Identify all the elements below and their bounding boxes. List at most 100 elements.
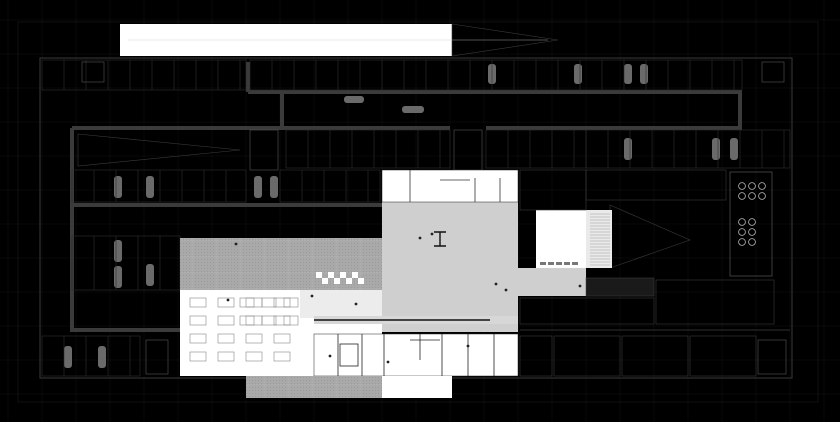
person-dot: [234, 242, 238, 246]
dining-table: [273, 333, 291, 344]
dining-table: [217, 333, 235, 344]
dining-table: [189, 333, 207, 344]
east-technical-rooms: [519, 279, 775, 377]
checker-pattern-icon: [316, 272, 364, 284]
dining-tables: [189, 297, 299, 362]
tank-icon: [758, 192, 766, 200]
parking-row: [285, 129, 451, 169]
car-icon: [574, 64, 582, 84]
equipment-room: [729, 171, 773, 277]
person-dot: [466, 344, 470, 348]
parking-row: [71, 235, 181, 291]
stair-icon: [145, 339, 169, 375]
parking-bays: [41, 59, 791, 377]
person-dot: [430, 232, 434, 236]
tank-icon: [738, 182, 746, 190]
stage-seat: [556, 262, 562, 265]
tank-icon: [748, 238, 756, 246]
service-rooms: [313, 333, 519, 377]
car-icon: [344, 96, 364, 103]
car-icon: [640, 64, 648, 84]
central-hall: [382, 202, 518, 332]
car-icon: [146, 176, 154, 198]
parking-row: [249, 59, 743, 91]
dining-table: [189, 351, 207, 362]
parking-row: [279, 169, 381, 203]
person-dot: [418, 236, 422, 240]
dining-table: [245, 351, 263, 362]
stair-icon: [249, 129, 279, 171]
dining-table: [283, 297, 299, 308]
south-entry: [382, 376, 452, 398]
car-icon: [114, 176, 122, 198]
car-icon: [624, 138, 632, 160]
dining-table: [239, 315, 255, 326]
stair-icon: [761, 61, 785, 83]
checker-square: [358, 278, 364, 284]
car-icon: [114, 266, 122, 288]
tree-icon: [226, 232, 582, 364]
dining-table: [245, 333, 263, 344]
hall-counter: [434, 231, 446, 247]
stair-icon: [453, 129, 483, 171]
stair-icon: [757, 339, 787, 375]
car-icon: [98, 346, 106, 368]
checker-square: [346, 278, 352, 284]
dining-table: [217, 297, 235, 308]
car-icon: [730, 138, 738, 160]
person-dot: [578, 284, 582, 288]
person-dot: [328, 354, 332, 358]
tank-icon: [748, 182, 756, 190]
car-icon: [712, 138, 720, 160]
dining-table: [217, 315, 235, 326]
parking-row: [585, 129, 791, 169]
seat-row-icon: [540, 213, 610, 266]
tank-icon: [738, 228, 746, 236]
dining-table: [189, 297, 207, 308]
dining-table: [189, 315, 207, 326]
stage-seat: [572, 262, 578, 265]
dining-table: [273, 315, 291, 326]
person-dot: [310, 294, 314, 298]
north-service-partitions: [409, 170, 501, 202]
east-room-row: [585, 169, 727, 201]
tank-icon: [738, 192, 746, 200]
checker-square: [334, 278, 340, 284]
stage-seat: [564, 262, 570, 265]
south-bar-hatched: [246, 376, 382, 398]
car-icon: [270, 176, 278, 198]
dining-table: [261, 297, 277, 308]
stage-seat: [540, 262, 546, 265]
car-icon: [624, 64, 632, 84]
tank-icon: [738, 218, 746, 226]
auditorium-lobby: [518, 268, 586, 296]
north-service-block: [381, 169, 519, 203]
tank-cluster: [738, 182, 766, 246]
parking-row: [41, 335, 141, 377]
checker-square: [328, 272, 334, 278]
auditorium-foyer: [585, 277, 655, 297]
stair-cores: [81, 61, 787, 375]
stage-seat: [548, 262, 554, 265]
car-icon: [64, 346, 72, 368]
person-dot: [226, 298, 230, 302]
auditorium-stage: [536, 210, 586, 268]
person-dot: [386, 360, 390, 364]
car-icon: [146, 264, 154, 286]
checker-square: [322, 278, 328, 284]
ramp-west: [77, 133, 241, 167]
person-dot: [504, 288, 508, 292]
foyer-strip: [300, 290, 382, 318]
dining-table: [239, 297, 255, 308]
car-icon: [254, 176, 262, 198]
person-dot: [494, 282, 498, 286]
ramp-east: [609, 204, 691, 269]
dining-table: [283, 315, 299, 326]
tank-icon: [738, 238, 746, 246]
tank-icon: [748, 192, 756, 200]
dining-table: [217, 351, 235, 362]
dining-table: [273, 351, 291, 362]
checker-square: [316, 272, 322, 278]
checker-square: [340, 272, 346, 278]
